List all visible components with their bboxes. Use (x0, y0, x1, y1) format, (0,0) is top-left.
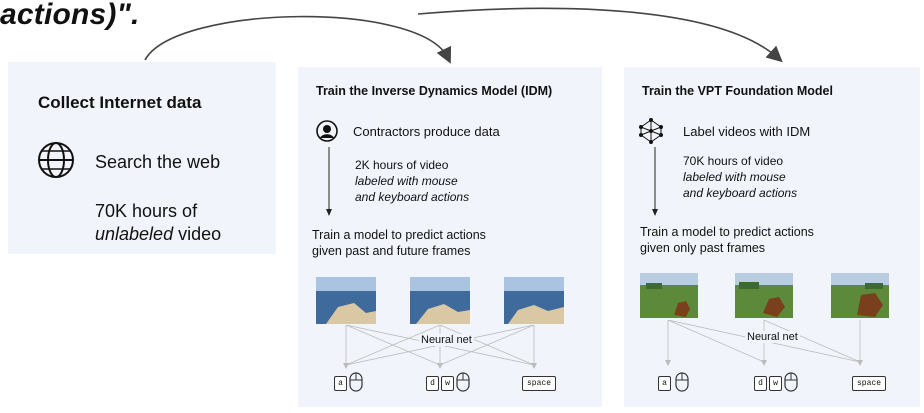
vpt-down-arrow (652, 147, 658, 216)
arrow-collect-to-idm (144, 15, 451, 64)
idm-frame-1 (316, 277, 376, 324)
header-fragment: actions)". (0, 0, 140, 31)
idm-data-description: 2K hours of video labeled with mouse and… (355, 158, 470, 204)
search-web-label: Search the web (95, 152, 221, 172)
idm-panel: Train the Inverse Dynamics Model (IDM) C… (298, 67, 602, 407)
idm-frame-2 (410, 277, 470, 324)
collect-title: Collect Internet data (38, 93, 202, 112)
key-a: a (334, 376, 347, 391)
idm-net-connections (343, 325, 537, 369)
vpt-panel: Train the VPT Foundation Model Label vid… (624, 67, 920, 407)
vpt-data-description: 70K hours of video labeled with mouse an… (683, 154, 798, 200)
person-icon (316, 120, 338, 142)
mouse-icon (349, 372, 363, 392)
key-space: space (852, 376, 886, 391)
key-w: w (769, 376, 782, 391)
idm-title: Train the Inverse Dynamics Model (IDM) (316, 84, 553, 98)
collect-panel: Collect Internet data Search the web 70K… (8, 62, 276, 254)
key-w: w (441, 376, 454, 391)
vpt-train-description: Train a model to predict actions given o… (640, 225, 814, 255)
unlabeled-hours: 70K hours of unlabeled video (95, 201, 222, 244)
idm-frame-3 (504, 277, 564, 324)
vpt-step-label-videos: Label videos with IDM (683, 124, 811, 139)
key-d: d (754, 376, 767, 391)
mouse-icon (784, 372, 798, 392)
network-icon (639, 118, 663, 144)
key-a: a (658, 376, 671, 391)
mouse-icon (456, 372, 470, 392)
key-space: space (522, 376, 556, 391)
vpt-frame-3 (831, 273, 889, 318)
idm-neural-net-label: Neural net (419, 334, 474, 346)
mouse-icon (675, 372, 689, 392)
idm-down-arrow (326, 147, 332, 216)
arrow-collect-to-vpt (417, 7, 783, 63)
vpt-title: Train the VPT Foundation Model (642, 84, 833, 98)
vpt-frame-2 (735, 273, 793, 318)
key-d: d (426, 376, 439, 391)
idm-step-contractors: Contractors produce data (353, 124, 500, 139)
vpt-frame-1 (640, 273, 698, 318)
globe-icon (38, 142, 74, 178)
vpt-net-connections (665, 320, 863, 366)
vpt-neural-net-label: Neural net (745, 331, 800, 343)
idm-train-description: Train a model to predict actions given p… (312, 228, 486, 258)
